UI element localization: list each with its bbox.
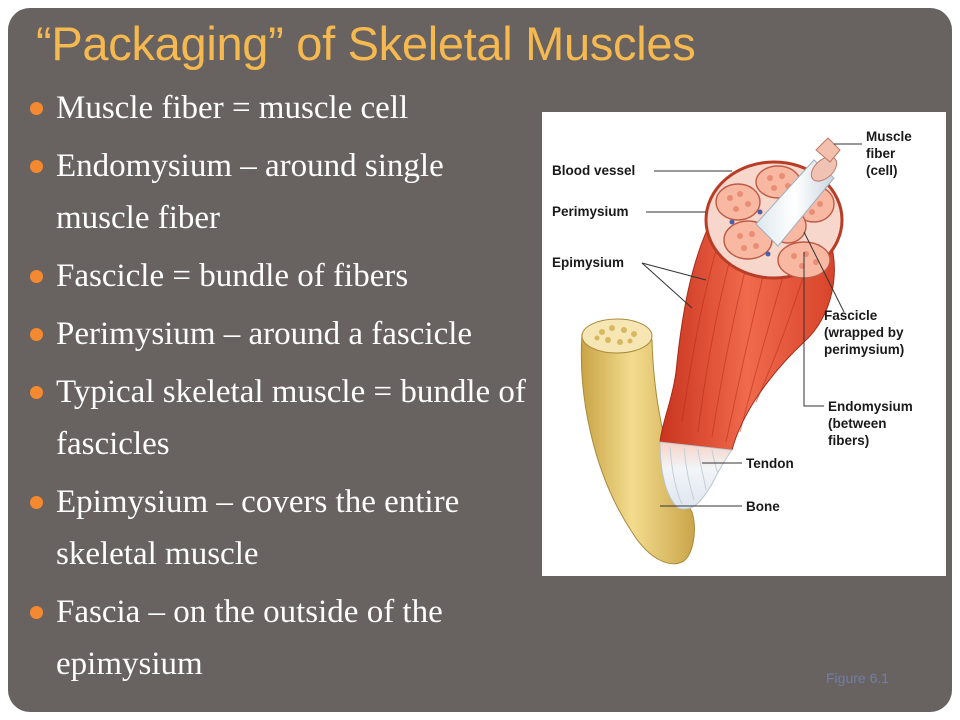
label-muscle-fiber-line-3: (cell) bbox=[866, 163, 898, 178]
label-bone: Bone bbox=[746, 499, 780, 514]
bullet-item: Muscle fiber = muscle cell bbox=[24, 82, 544, 134]
bullet-text: Muscle fiber = muscle cell bbox=[56, 90, 409, 126]
label-fascicle-line-2: (wrapped by bbox=[824, 325, 904, 340]
label-blood-vessel: Blood vessel bbox=[552, 163, 635, 178]
slide: “Packaging” of Skeletal Muscles Muscle f… bbox=[8, 8, 952, 712]
label-endomysium-line-2: (between bbox=[828, 416, 887, 431]
bullet-item: Endomysium – around single muscle fiber bbox=[24, 140, 544, 244]
muscle-anatomy-figure: Blood vessel Perimysium Epimysium Muscle… bbox=[542, 112, 946, 576]
slide-title: “Packaging” of Skeletal Muscles bbox=[36, 17, 696, 70]
bullet-item: Fascia – on the outside of the epimysium bbox=[24, 586, 544, 690]
bullet-item: Typical skeletal muscle = bundle of fasc… bbox=[24, 366, 544, 470]
bullet-text: Epimysium – covers the entire skeletal m… bbox=[56, 484, 460, 572]
figure-reference: Figure 6.1 bbox=[826, 670, 890, 686]
label-fascicle-line-1: Fascicle bbox=[824, 308, 878, 323]
muscle-diagram: Blood vessel Perimysium Epimysium Muscle… bbox=[552, 129, 913, 565]
bullet-dot-icon bbox=[30, 496, 43, 509]
bullet-text: Typical skeletal muscle = bundle of fasc… bbox=[56, 374, 526, 462]
bullet-text: Fascicle = bundle of fibers bbox=[56, 258, 409, 294]
bullet-text: Fascia – on the outside of the epimysium bbox=[56, 594, 443, 682]
tendon-shape bbox=[659, 441, 733, 510]
bullet-dot-icon bbox=[30, 606, 43, 619]
bullet-dot-icon bbox=[30, 270, 43, 283]
leader-line bbox=[803, 231, 845, 313]
label-perimysium: Perimysium bbox=[552, 204, 629, 219]
label-endomysium-line-3: fibers) bbox=[828, 433, 869, 448]
bullet-dot-icon bbox=[30, 386, 43, 399]
leader-line bbox=[641, 262, 707, 281]
label-endomysium-line-1: Endomysium bbox=[828, 399, 913, 414]
bullet-dot-icon bbox=[30, 160, 43, 173]
bullet-dot-icon bbox=[30, 102, 43, 115]
label-muscle-fiber-line-1: Muscle bbox=[866, 129, 912, 144]
bullet-list: Muscle fiber = muscle cell Endomysium – … bbox=[24, 82, 544, 696]
label-fascicle-line-3: perimysium) bbox=[824, 342, 904, 357]
label-muscle-fiber-line-2: fiber bbox=[866, 146, 896, 161]
bullet-text: Endomysium – around single muscle fiber bbox=[56, 148, 444, 236]
label-epimysium: Epimysium bbox=[552, 255, 624, 270]
bullet-item: Perimysium – around a fascicle bbox=[24, 308, 544, 360]
label-tendon: Tendon bbox=[746, 456, 794, 471]
bullet-dot-icon bbox=[30, 328, 43, 341]
bullet-text: Perimysium – around a fascicle bbox=[56, 316, 473, 352]
bullet-item: Fascicle = bundle of fibers bbox=[24, 250, 544, 302]
leader-line bbox=[641, 262, 693, 309]
leader-line bbox=[803, 252, 824, 407]
bullet-item: Epimysium – covers the entire skeletal m… bbox=[24, 476, 544, 580]
